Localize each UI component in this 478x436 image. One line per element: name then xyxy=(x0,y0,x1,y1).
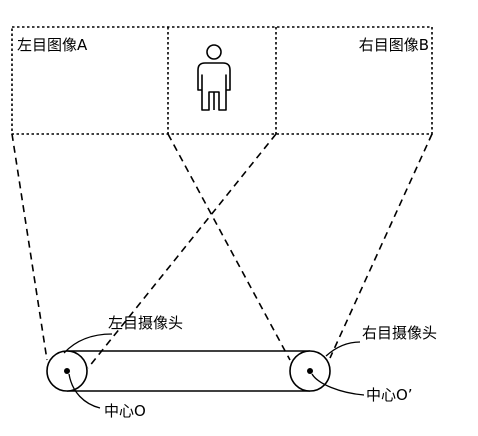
left-image-label: 左目图像A xyxy=(17,36,88,54)
person-icon xyxy=(197,44,231,111)
person-body xyxy=(197,62,231,111)
left-camera-leader xyxy=(63,333,113,354)
right-camera-center-dot xyxy=(307,368,313,374)
image-frame-outline xyxy=(11,26,433,135)
right-image-label: 右目图像B xyxy=(359,36,429,54)
left-camera-fov-outer xyxy=(11,133,48,361)
center-right-leader xyxy=(311,373,365,396)
center-right-label: 中心O’ xyxy=(366,386,413,404)
center-left-label: 中心O xyxy=(104,402,146,420)
left-camera-center-dot xyxy=(64,368,70,374)
right-camera-fov-inner xyxy=(167,133,291,361)
leader-lines xyxy=(63,333,365,409)
image-frame xyxy=(11,26,433,135)
right-camera-leader xyxy=(325,341,361,357)
right-camera-label: 右目摄像头 xyxy=(362,324,437,342)
right-camera-fov-outer xyxy=(329,133,433,359)
left-camera-label: 左目摄像头 xyxy=(108,314,183,332)
left-camera-fov-inner xyxy=(87,133,277,369)
center-left-leader xyxy=(68,373,101,409)
person-head xyxy=(206,44,222,60)
field-of-view-lines xyxy=(11,133,433,369)
